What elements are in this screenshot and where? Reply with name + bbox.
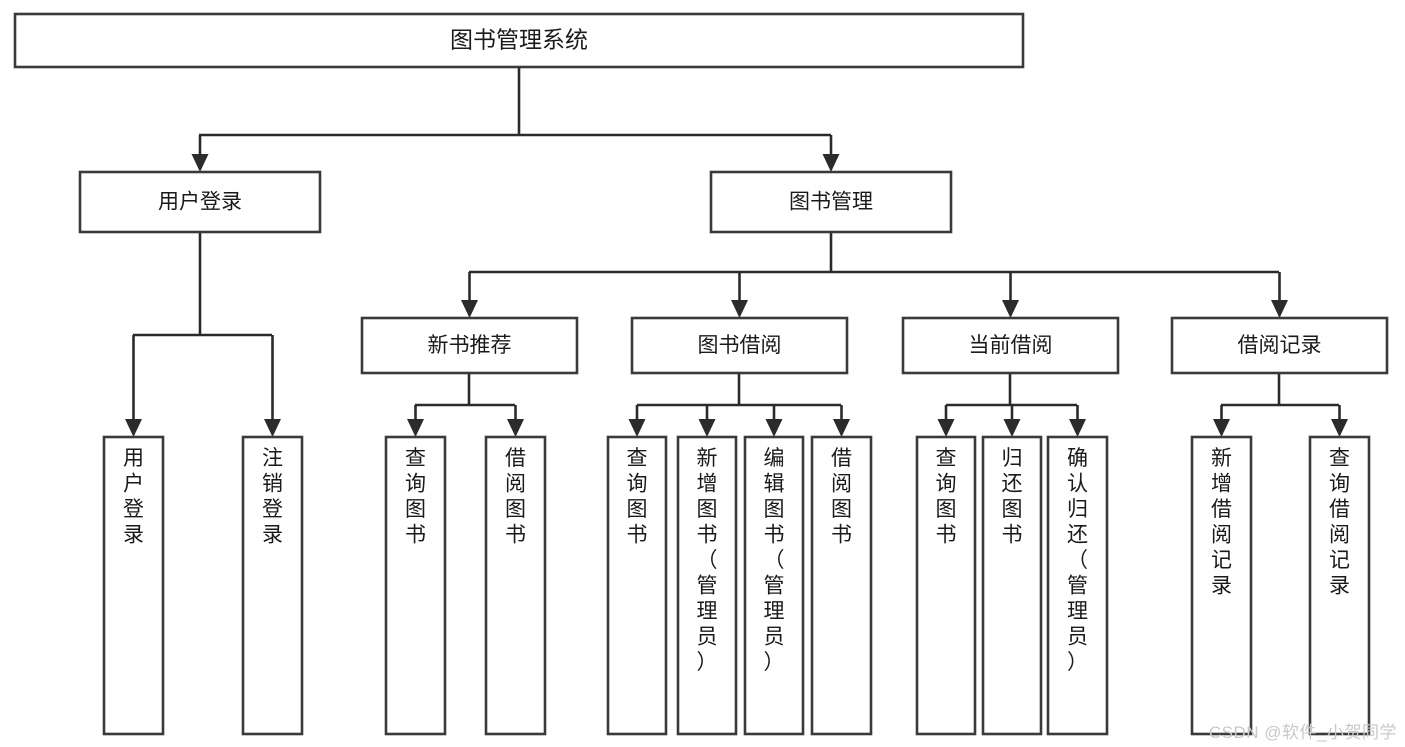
node-label-root: 图书管理系统 xyxy=(450,27,588,53)
edge-current-split-branch-1-arrowhead xyxy=(1003,419,1021,437)
node-box-leaf-records-query-record[interactable] xyxy=(1308,435,1371,736)
node-leaf-current-confirm-return[interactable]: 确认归还（管理员） xyxy=(1046,435,1109,736)
node-box-leaf-records-add-record[interactable] xyxy=(1190,435,1253,736)
node-layer: 图书管理系统用户登录图书管理新书推荐图书借阅当前借阅借阅记录用户登录注销登录查询… xyxy=(13,12,1389,736)
node-box-leaf-current-confirm-return[interactable] xyxy=(1046,435,1109,736)
node-box-book-management[interactable] xyxy=(709,170,953,234)
node-leaf-records-add-record[interactable]: 新增借阅记录 xyxy=(1190,435,1253,736)
edge-records-split-branch-1-arrowhead xyxy=(1331,419,1348,437)
node-box-leaf-borrow-query-book[interactable] xyxy=(606,435,668,736)
edge-root-split-branch-1-arrowhead xyxy=(822,154,840,172)
node-label-leaf-records-add-record: 新增借阅记录 xyxy=(1211,447,1232,598)
node-label-leaf-borrow-borrow-book: 借阅图书 xyxy=(831,447,852,547)
edge-borrow-split-branch-0-arrowhead xyxy=(628,419,646,437)
edge-current-split-branch-0-arrowhead xyxy=(937,419,955,437)
node-label-leaf-user-login: 用户登录 xyxy=(123,447,144,547)
node-book-borrow[interactable]: 图书借阅 xyxy=(630,316,849,375)
node-leaf-user-logout[interactable]: 注销登录 xyxy=(241,435,304,736)
node-box-root[interactable] xyxy=(13,12,1025,69)
node-label-leaf-current-confirm-return: 确认归还（管理员） xyxy=(1067,447,1088,674)
node-leaf-user-login[interactable]: 用户登录 xyxy=(102,435,165,736)
node-label-new-book-recommend: 新书推荐 xyxy=(428,334,512,357)
node-leaf-borrow-add-book[interactable]: 新增图书（管理员） xyxy=(676,435,738,736)
node-box-leaf-borrow-add-book[interactable] xyxy=(676,435,738,736)
node-user-login[interactable]: 用户登录 xyxy=(78,170,322,234)
node-box-leaf-user-login[interactable] xyxy=(102,435,165,736)
node-leaf-borrow-borrow-book[interactable]: 借阅图书 xyxy=(810,435,873,736)
edge-user-login-split-branch-1-arrowhead xyxy=(264,419,281,437)
node-label-book-management: 图书管理 xyxy=(789,191,873,214)
node-box-leaf-recommend-borrow-book[interactable] xyxy=(484,435,547,736)
node-label-leaf-records-query-record: 查询借阅记录 xyxy=(1329,447,1350,598)
node-box-leaf-borrow-borrow-book[interactable] xyxy=(810,435,873,736)
node-label-leaf-recommend-borrow-book: 借阅图书 xyxy=(505,447,526,547)
node-current-borrow[interactable]: 当前借阅 xyxy=(901,316,1120,375)
node-box-current-borrow[interactable] xyxy=(901,316,1120,375)
node-label-book-borrow: 图书借阅 xyxy=(698,334,782,357)
edge-borrow-split-branch-1-arrowhead xyxy=(698,419,716,437)
node-leaf-borrow-edit-book[interactable]: 编辑图书（管理员） xyxy=(743,435,805,736)
node-leaf-recommend-borrow-book[interactable]: 借阅图书 xyxy=(484,435,547,736)
edge-book-management-split-branch-3-arrowhead xyxy=(1271,300,1288,318)
node-leaf-current-query-book[interactable]: 查询图书 xyxy=(915,435,977,736)
node-label-leaf-current-return-book: 归还图书 xyxy=(1002,447,1023,547)
node-label-current-borrow: 当前借阅 xyxy=(969,334,1053,357)
edge-book-management-split-branch-0-arrowhead xyxy=(461,300,478,318)
watermark-label: CSDN @软件_小贺同学 xyxy=(1208,723,1397,742)
node-label-leaf-borrow-add-book: 新增图书（管理员） xyxy=(697,447,718,674)
node-label-borrow-records: 借阅记录 xyxy=(1238,334,1322,357)
edge-borrow-split-branch-2-arrowhead xyxy=(765,419,783,437)
node-label-leaf-borrow-edit-book: 编辑图书（管理员） xyxy=(764,447,785,674)
edge-recommend-split-branch-1-arrowhead xyxy=(507,419,524,437)
node-box-borrow-records[interactable] xyxy=(1170,316,1389,375)
edge-root-split-branch-0-arrowhead xyxy=(191,154,209,172)
node-box-user-login[interactable] xyxy=(78,170,322,234)
connector-layer xyxy=(125,67,1348,437)
node-box-new-book-recommend[interactable] xyxy=(360,316,579,375)
node-leaf-records-query-record[interactable]: 查询借阅记录 xyxy=(1308,435,1371,736)
edge-book-management-split-branch-1-arrowhead xyxy=(731,300,748,318)
node-leaf-current-return-book[interactable]: 归还图书 xyxy=(981,435,1043,736)
edge-book-management-split-branch-2-arrowhead xyxy=(1002,300,1019,318)
node-label-leaf-recommend-query-book: 查询图书 xyxy=(405,447,426,547)
node-label-user-login: 用户登录 xyxy=(158,191,242,214)
node-box-leaf-user-logout[interactable] xyxy=(241,435,304,736)
edge-current-split-branch-2-arrowhead xyxy=(1069,419,1086,437)
node-book-management[interactable]: 图书管理 xyxy=(709,170,953,234)
edge-borrow-split-branch-3-arrowhead xyxy=(833,419,850,437)
node-box-leaf-current-query-book[interactable] xyxy=(915,435,977,736)
edge-user-login-split-branch-0-arrowhead xyxy=(125,419,142,437)
node-leaf-borrow-query-book[interactable]: 查询图书 xyxy=(606,435,668,736)
node-box-leaf-recommend-query-book[interactable] xyxy=(384,435,447,736)
node-label-leaf-borrow-query-book: 查询图书 xyxy=(627,447,648,547)
node-box-book-borrow[interactable] xyxy=(630,316,849,375)
node-root[interactable]: 图书管理系统 xyxy=(13,12,1025,69)
node-new-book-recommend[interactable]: 新书推荐 xyxy=(360,316,579,375)
edge-recommend-split-branch-0-arrowhead xyxy=(407,419,424,437)
node-leaf-recommend-query-book[interactable]: 查询图书 xyxy=(384,435,447,736)
node-label-leaf-user-logout: 注销登录 xyxy=(262,447,283,547)
node-borrow-records[interactable]: 借阅记录 xyxy=(1170,316,1389,375)
node-box-leaf-current-return-book[interactable] xyxy=(981,435,1043,736)
node-box-leaf-borrow-edit-book[interactable] xyxy=(743,435,805,736)
node-label-leaf-current-query-book: 查询图书 xyxy=(936,447,957,547)
edge-records-split-branch-0-arrowhead xyxy=(1213,419,1230,437)
